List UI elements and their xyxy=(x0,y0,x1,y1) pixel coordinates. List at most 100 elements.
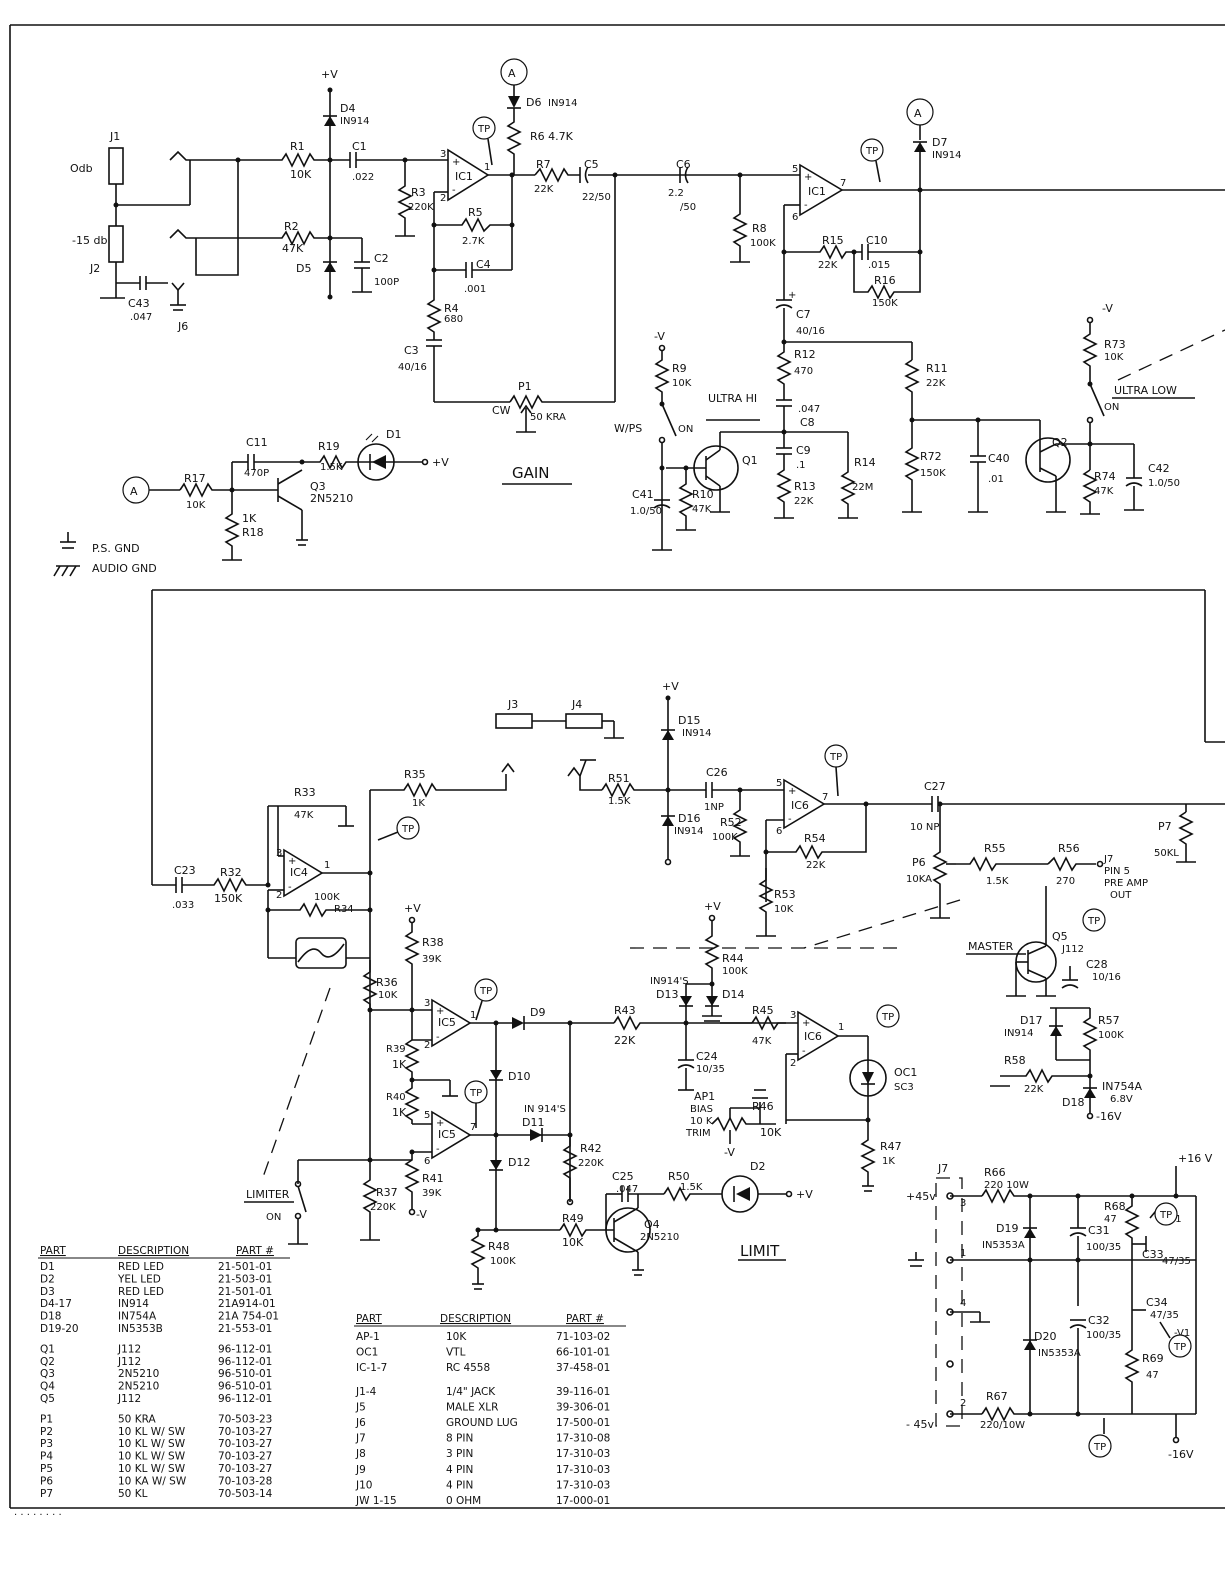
right-header-description: DESCRIPTION xyxy=(440,1313,511,1325)
svg-text:W/PS: W/PS xyxy=(614,422,642,435)
svg-text:C27: C27 xyxy=(924,780,946,793)
svg-text:R48: R48 xyxy=(488,1240,510,1253)
svg-text:C31: C31 xyxy=(1088,1224,1110,1237)
svg-text:TP: TP xyxy=(829,752,842,763)
svg-text:D11: D11 xyxy=(522,1116,544,1129)
svg-text:D9: D9 xyxy=(530,1006,545,1019)
svg-text:- 45v: - 45v xyxy=(906,1418,934,1431)
svg-text:50KL: 50KL xyxy=(1154,848,1179,859)
svg-text:-V: -V xyxy=(654,330,665,343)
svg-text:47/35: 47/35 xyxy=(1162,1256,1191,1267)
svg-text:ON: ON xyxy=(678,424,693,435)
svg-text:22K: 22K xyxy=(926,378,946,389)
svg-text:10KA: 10KA xyxy=(906,874,932,885)
svg-text:R42: R42 xyxy=(580,1142,602,1155)
svg-text:+: + xyxy=(802,1018,810,1029)
svg-text:R72: R72 xyxy=(920,450,942,463)
left-parts-cell: 96-112-01 xyxy=(218,1343,272,1355)
svg-text:C8: C8 xyxy=(800,416,815,429)
left-parts-cell: 21-503-01 xyxy=(218,1273,272,1285)
svg-text:PIN 5: PIN 5 xyxy=(1104,866,1130,877)
svg-text:2N5210: 2N5210 xyxy=(310,492,353,505)
left-parts-cell: J112 xyxy=(117,1393,141,1405)
left-parts-cell: P2 xyxy=(40,1426,53,1438)
svg-text:C4: C4 xyxy=(476,258,491,271)
svg-text:1: 1 xyxy=(838,1022,844,1033)
limit-label: LIMIT xyxy=(740,1242,780,1260)
left-parts-cell: IN914 xyxy=(118,1298,149,1310)
ultra-hi-label: ULTRA HI xyxy=(708,392,757,405)
svg-text:C2: C2 xyxy=(374,252,389,265)
left-header-description: DESCRIPTION xyxy=(118,1245,189,1257)
svg-text:47: 47 xyxy=(1146,1370,1159,1381)
svg-text:.015: .015 xyxy=(868,260,890,271)
svg-text:+: + xyxy=(452,157,460,168)
svg-text:+: + xyxy=(788,786,796,797)
svg-text:100K: 100K xyxy=(722,966,748,977)
svg-text:47K: 47K xyxy=(692,504,712,515)
right-header-part: PART xyxy=(356,1313,382,1325)
svg-text:7: 7 xyxy=(470,1122,476,1133)
svg-text:+: + xyxy=(436,1006,444,1017)
svg-text:.033: .033 xyxy=(172,900,194,911)
drawing-frame xyxy=(9,24,1225,1509)
left-parts-cell: J112 xyxy=(117,1343,141,1355)
svg-text:-: - xyxy=(802,1046,806,1057)
svg-text:+: + xyxy=(804,172,812,183)
audio-gnd-label: AUDIO GND xyxy=(92,562,157,575)
svg-text:R49: R49 xyxy=(562,1212,584,1225)
left-parts-cell: D1 xyxy=(40,1261,55,1273)
right-parts-cell: JW 1-15 xyxy=(355,1495,397,1507)
svg-text:A: A xyxy=(130,485,138,498)
svg-text:IN914: IN914 xyxy=(674,826,704,837)
svg-text:-: - xyxy=(288,882,292,893)
svg-text:+: + xyxy=(288,856,296,867)
right-parts-cell: J5 xyxy=(355,1401,366,1413)
svg-text:6: 6 xyxy=(776,826,782,837)
svg-text:100K: 100K xyxy=(1098,1030,1124,1041)
svg-text:2: 2 xyxy=(440,193,446,204)
svg-text:2: 2 xyxy=(276,890,282,901)
left-parts-cell: 96-112-01 xyxy=(218,1393,272,1405)
svg-text:R73: R73 xyxy=(1104,338,1126,351)
svg-text:R43: R43 xyxy=(614,1004,636,1017)
svg-text:C43: C43 xyxy=(128,297,150,310)
svg-text:R10: R10 xyxy=(692,488,714,501)
svg-text:-V: -V xyxy=(724,1146,735,1159)
left-parts-cell: 10 KL W/ SW xyxy=(118,1438,186,1450)
svg-text:J1: J1 xyxy=(109,130,120,143)
svg-text:IN914: IN914 xyxy=(340,116,370,127)
svg-text:100K: 100K xyxy=(750,238,776,249)
svg-text:R58: R58 xyxy=(1004,1054,1026,1067)
left-parts-cell: Q5 xyxy=(40,1393,55,1405)
svg-text:TP: TP xyxy=(469,1088,482,1099)
left-parts-cell: P5 xyxy=(40,1463,53,1475)
right-parts-cell: J1-4 xyxy=(355,1386,377,1398)
left-parts-cell: 21A 754-01 xyxy=(218,1311,279,1323)
svg-text:22K: 22K xyxy=(1024,1084,1044,1095)
right-parts-cell: 17-310-03 xyxy=(556,1448,610,1460)
svg-text:R2: R2 xyxy=(284,220,299,233)
svg-text:IN754A: IN754A xyxy=(1102,1080,1142,1093)
left-parts-cell: 21-501-01 xyxy=(218,1286,272,1298)
svg-text:+: + xyxy=(436,1118,444,1129)
left-parts-cell: 2N5210 xyxy=(118,1368,159,1380)
svg-text:+16 V: +16 V xyxy=(1178,1152,1213,1165)
svg-text:R45: R45 xyxy=(752,1004,774,1017)
svg-text:D20: D20 xyxy=(1034,1330,1056,1343)
svg-text:3: 3 xyxy=(440,149,446,160)
svg-text:+45v: +45v xyxy=(906,1190,936,1203)
right-parts-cell: 66-101-01 xyxy=(556,1347,610,1359)
footer-stamp: · · · · · · · · xyxy=(14,1510,62,1521)
svg-text:C6: C6 xyxy=(676,158,691,171)
svg-text:P6: P6 xyxy=(912,856,926,869)
